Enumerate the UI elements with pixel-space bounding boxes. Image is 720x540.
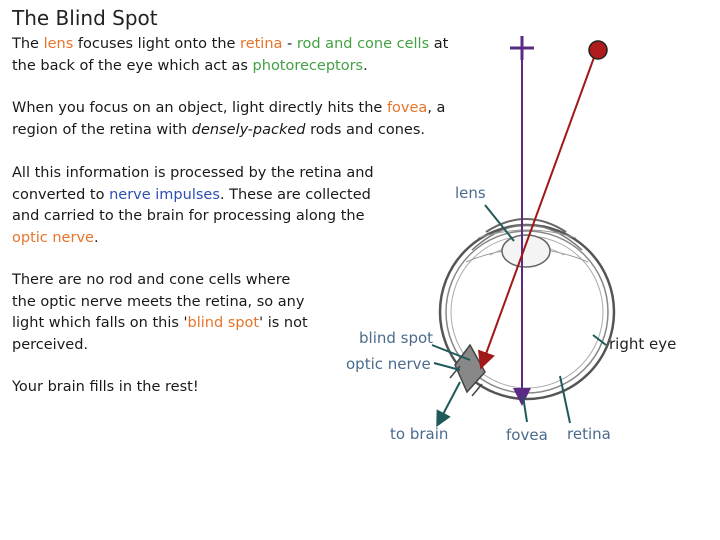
term-blind-spot: blind spot [187,315,260,331]
text: There are no rod and cone cells where th… [12,272,305,331]
blind-spot-ray [477,51,597,370]
label-lens: lens [455,184,486,202]
text: All this information is processed by the… [12,165,374,203]
term-photoreceptors: photoreceptors [252,57,364,74]
text: focuses light onto the [73,36,241,52]
paragraph-blind-spot: There are no rod and cone cells where th… [12,270,312,356]
right-eye-pointer [592,334,607,346]
text: - [282,36,297,52]
text: . These are collected and carried to the… [12,186,371,225]
retina-pointer [559,375,571,424]
fovea-pointer [522,395,528,423]
text: . [93,229,99,246]
label-retina: retina [567,425,611,443]
term-retina: retina [240,36,283,52]
paragraph-nerve: All this information is processed by the… [12,163,382,249]
optic-nerve-pointer [433,362,461,371]
term-nerve-impulses: nerve impulses [109,186,220,203]
label-fovea: fovea [506,426,548,444]
label-optic-nerve: optic nerve [346,355,431,373]
label-blind-spot: blind spot [359,329,433,347]
lens-shape [501,234,551,268]
paragraph-fovea: When you focus on an object, light direc… [12,98,452,141]
lens-pointer [484,204,515,242]
text: The [12,36,44,52]
label-right-eye: right eye [609,335,676,353]
page-title: The Blind Spot [12,6,158,30]
term-lens: lens [43,36,74,52]
term-densely-packed: densely-packed [191,121,306,138]
target-dot [588,40,608,60]
text: . [363,57,368,74]
text: at the back of the eye which act as [12,36,449,74]
term-rod-cone: rod and cone cells [296,36,430,52]
text: ' is not perceived. [12,315,308,353]
text: , a region of the retina with [12,100,446,138]
paragraph-lens: The lens focuses light onto the retina -… [12,34,452,77]
to-brain-arrow [436,381,461,428]
blind-spot-pointer [431,344,471,361]
term-optic-nerve: optic nerve [12,229,94,246]
text: When you focus on an object, light direc… [12,100,387,116]
label-to-brain: to brain [390,425,448,443]
cornea-shape [485,218,567,233]
paragraph-conclusion: Your brain fills in the rest! [12,379,199,395]
text: rods and cones. [305,121,425,138]
term-fovea: fovea [386,100,428,116]
